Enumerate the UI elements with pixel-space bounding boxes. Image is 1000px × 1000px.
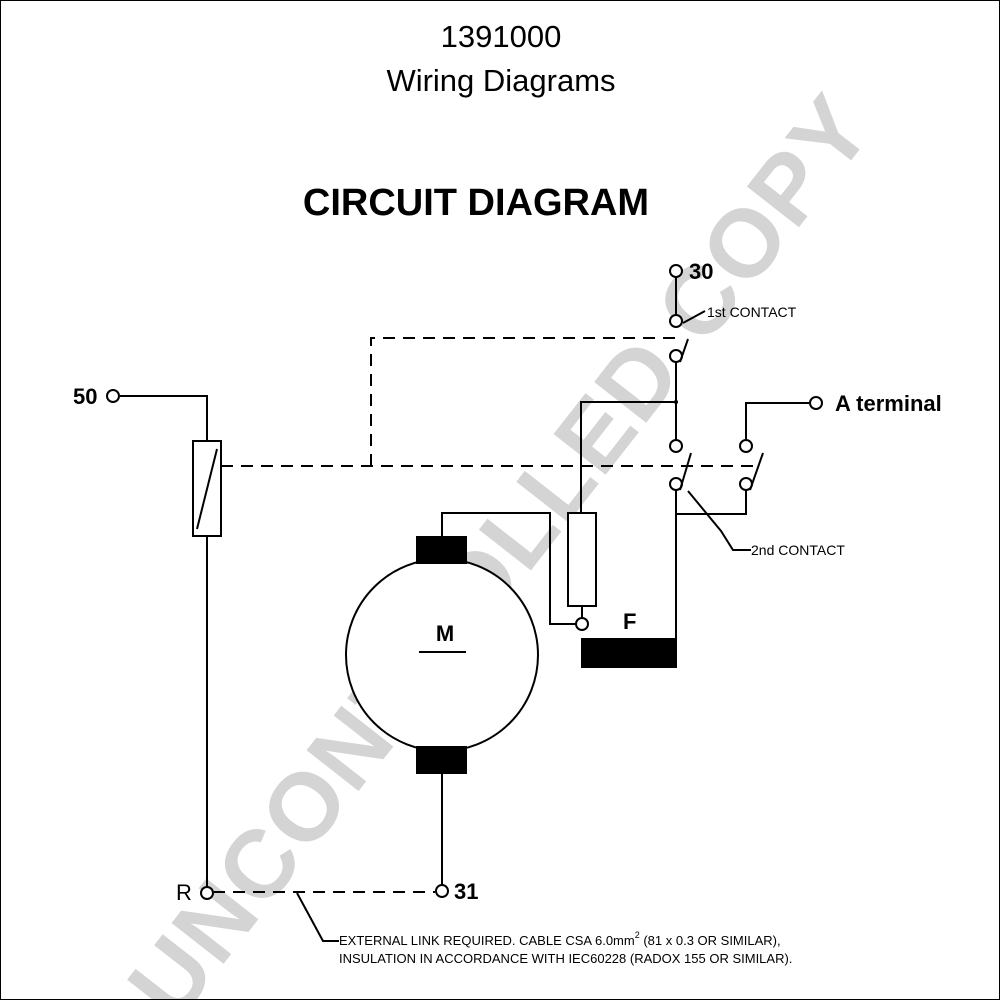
motor-brush-bottom	[416, 746, 467, 774]
terminal-31	[435, 884, 449, 898]
second-contact-group: A terminal 2nd CONTACT	[669, 391, 942, 558]
hold-resistor	[567, 512, 597, 607]
first-contact-upper	[669, 314, 683, 328]
terminal-31-label: 31	[454, 879, 478, 904]
second-contact-blade	[679, 452, 692, 491]
first-contact-leader	[682, 310, 706, 324]
wire-50-to-coil	[120, 395, 208, 441]
field-node	[575, 617, 589, 631]
linkage-to-first-contact	[370, 337, 676, 466]
wire-junction-to-resistor	[580, 401, 676, 513]
diagram-heading: CIRCUIT DIAGRAM	[303, 182, 649, 224]
mechanical-linkage	[221, 337, 761, 467]
a-terminal-label: A terminal	[835, 391, 942, 416]
terminal-r-label: R	[176, 880, 192, 905]
motor-label: M	[436, 621, 454, 646]
a-contact-blade	[749, 452, 764, 491]
ground-link: R 31 EXTERNAL LINK REQUIRED. CABLE CSA 6…	[176, 879, 792, 966]
field-winding	[581, 638, 677, 668]
motor-brush-top	[416, 536, 467, 564]
note-leader	[296, 892, 339, 942]
a-terminal	[809, 396, 823, 410]
note-line-1: EXTERNAL LINK REQUIRED. CABLE CSA 6.0mm2…	[339, 930, 781, 948]
motor-armature	[345, 558, 539, 752]
wire-motor-to-field-node	[441, 512, 576, 625]
terminal-50-label: 50	[73, 384, 97, 409]
wire-to-a-terminal	[745, 402, 809, 440]
solenoid-branch: 50	[73, 384, 222, 887]
terminal-30-label: 30	[689, 259, 713, 284]
motor: M	[345, 536, 539, 885]
first-contact-blade	[679, 338, 689, 363]
page-subtitle: Wiring Diagrams	[386, 63, 615, 98]
wire-second-contact-bridge	[675, 490, 747, 515]
second-contact-upper	[669, 439, 683, 453]
terminal-50	[106, 389, 120, 403]
field-label: F	[623, 609, 636, 634]
part-number: 1391000	[441, 19, 562, 54]
second-contact-label: 2nd CONTACT	[751, 542, 845, 558]
second-contact-leader	[687, 490, 751, 551]
terminal-30	[669, 264, 683, 278]
first-contact-label: 1st CONTACT	[707, 304, 797, 320]
a-contact-upper	[739, 439, 753, 453]
field-circuit: F	[441, 401, 677, 668]
solenoid-coil-diagonal	[196, 448, 218, 530]
terminal-r	[200, 886, 214, 900]
first-contact-group: 30 1st CONTACT	[669, 259, 797, 440]
note-line-2: INSULATION IN ACCORDANCE WITH IEC60228 (…	[339, 951, 792, 966]
